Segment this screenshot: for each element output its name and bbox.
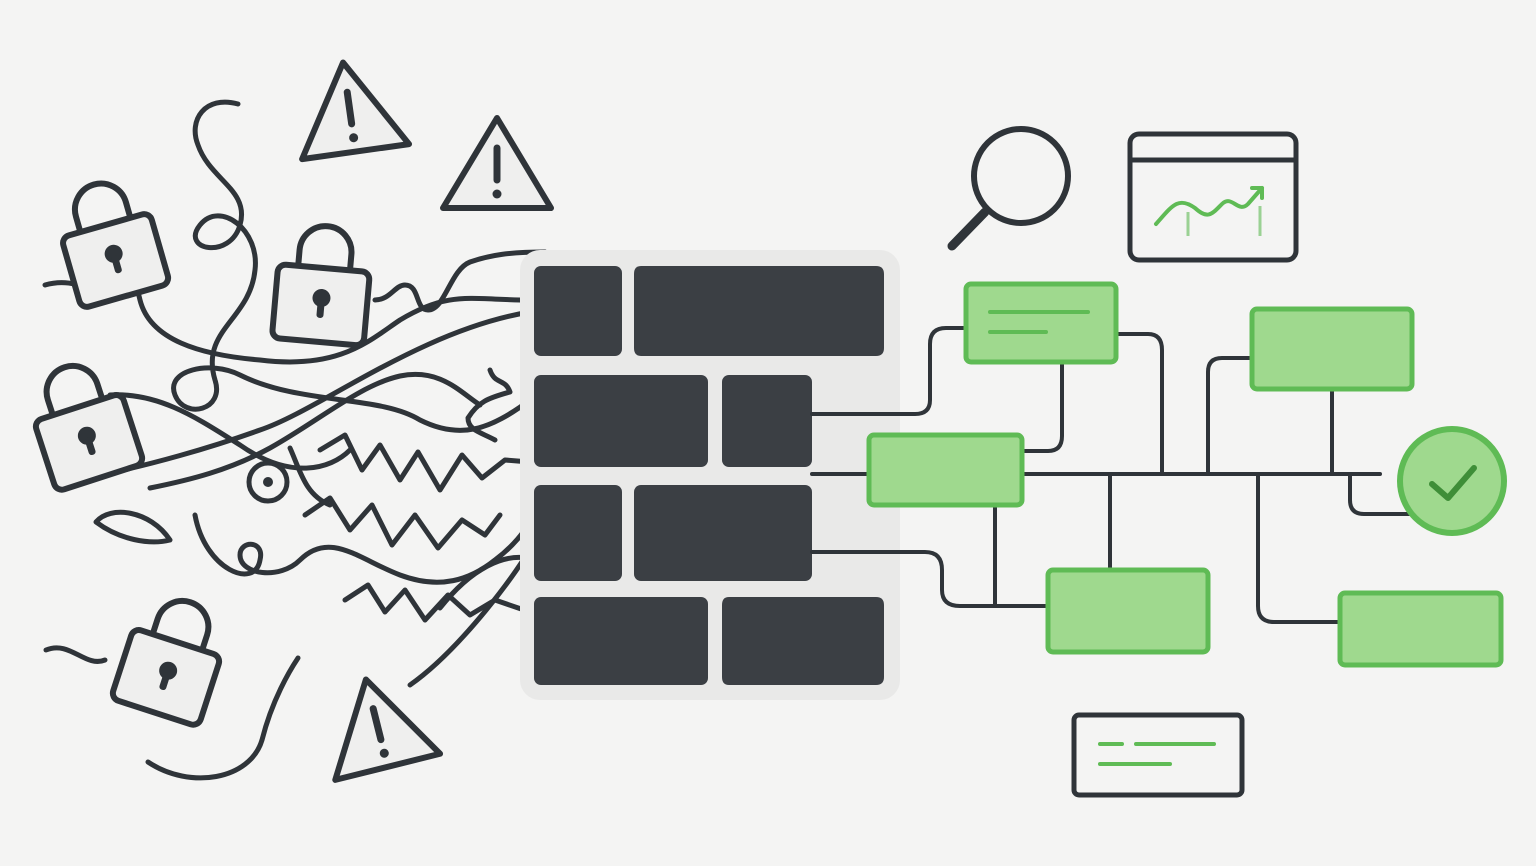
tangle-line: [145, 655, 301, 781]
green-box: [1045, 567, 1211, 655]
green-box: [1249, 306, 1415, 392]
circuit-line: [1114, 332, 1164, 476]
brick-wall: [520, 250, 900, 700]
tangle-line: [342, 582, 533, 623]
warning-icon: [443, 118, 551, 208]
tangle-line: [147, 372, 483, 491]
green-boxes: [866, 281, 1504, 668]
warning-icon: [314, 666, 441, 779]
tangle-line: [43, 645, 108, 664]
brick: [534, 485, 622, 581]
green-box: [866, 432, 1025, 508]
brick: [534, 266, 622, 356]
brick: [634, 266, 884, 356]
tangle-line: [372, 249, 548, 313]
text-card-icon: [1071, 712, 1245, 798]
lock-icon: [272, 222, 374, 346]
lock-icon: [21, 353, 144, 492]
circuit-line: [1206, 356, 1254, 476]
tangle-dot: [263, 477, 273, 487]
brick: [634, 485, 812, 581]
tangle-line: [171, 99, 533, 433]
check-circle-icon: [1397, 426, 1507, 536]
brick: [534, 597, 708, 685]
tangle-loop: [246, 460, 290, 504]
green-box-text-lines: [988, 310, 1090, 334]
tangle-line: [317, 432, 533, 493]
tangle-line: [287, 445, 333, 508]
tangle-line: [93, 509, 173, 545]
lock-icon: [50, 172, 170, 309]
tangle-line: [107, 392, 353, 471]
chart-window-icon: [1127, 131, 1299, 263]
brick: [722, 375, 812, 467]
magnifier-icon: [947, 126, 1071, 251]
circuit-line: [1256, 472, 1342, 624]
brick: [722, 597, 884, 685]
warning-icon: [290, 55, 409, 159]
circuit-line: [810, 326, 968, 416]
brick: [534, 375, 708, 467]
tangle-line: [465, 367, 513, 443]
circuit-line: [810, 550, 1050, 608]
green-box: [963, 281, 1119, 365]
tangle-line: [302, 495, 503, 551]
green-box: [1337, 590, 1504, 668]
circuit-line: [1348, 472, 1414, 516]
wall-shadow: [520, 250, 900, 700]
lock-icon: [111, 588, 234, 727]
tangle-line: [97, 309, 533, 478]
